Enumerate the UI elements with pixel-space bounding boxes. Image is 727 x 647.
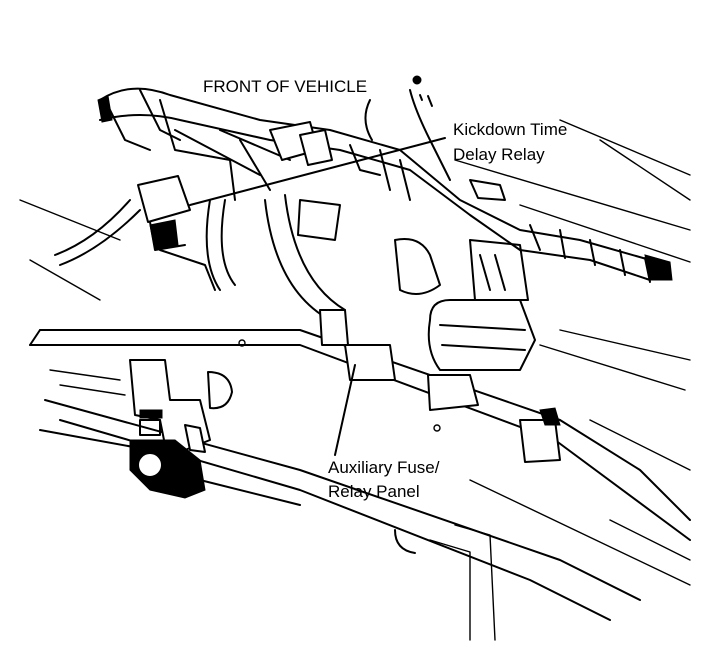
mounting-bracket <box>129 359 233 499</box>
aux-panel-label-line1: Auxiliary Fuse/ <box>328 458 440 477</box>
front-direction-dot-icon <box>412 75 422 85</box>
wiring-harness <box>97 87 673 283</box>
front-of-vehicle-label: FRONT OF VEHICLE <box>203 77 367 96</box>
kickdown-relay-label-line2: Delay Relay <box>453 145 545 164</box>
front-arrow-leader <box>427 95 433 107</box>
motion-lines <box>19 119 691 586</box>
kickdown-relay-label-line1: Kickdown Time <box>453 120 567 139</box>
aux-panel-label-line2: Relay Panel <box>328 482 420 501</box>
aux-panel-leader-line <box>334 364 356 456</box>
leader-lines <box>189 95 446 456</box>
connectors <box>238 199 561 463</box>
kickdown-relay-component <box>137 175 191 251</box>
wire-loops <box>54 194 346 321</box>
kickdown-leader-line <box>189 137 446 206</box>
